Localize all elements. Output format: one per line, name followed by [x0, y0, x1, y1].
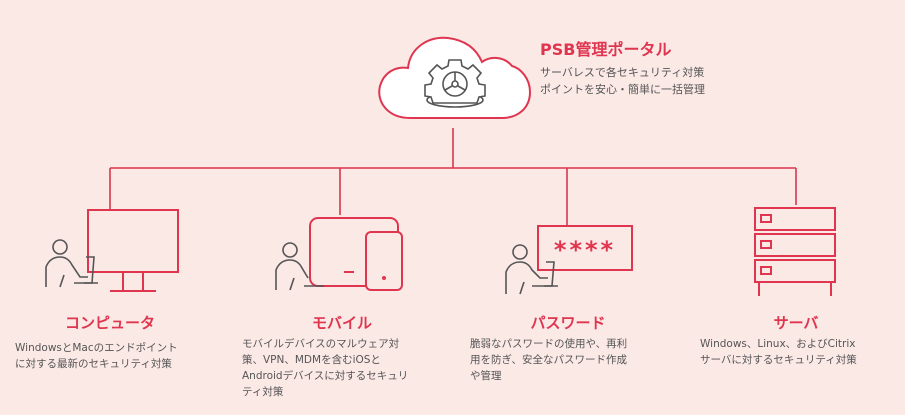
- node-title-server: サーバ: [773, 314, 819, 332]
- node-description-line: Androidデバイスに対するセキュリ: [242, 370, 409, 382]
- hub-title: PSB管理ポータル: [540, 40, 672, 59]
- node-title-password: パスワード: [530, 314, 606, 332]
- password-user-icon: ****: [505, 225, 633, 295]
- node-description-server: Windows、Linux、およびCitrix サーバに対するセキュリティ対策: [700, 336, 857, 368]
- mobile-device-user-icon: [275, 217, 403, 291]
- node-description-password: 脆弱なパスワードの使用や、再利 用を防ぎ、安全なパスワード作成 や管理: [470, 336, 627, 384]
- node-description-line: ティ対策: [242, 386, 284, 398]
- password-mask: ****: [554, 236, 616, 264]
- node-description-line: 用を防ぎ、安全なパスワード作成: [470, 354, 627, 366]
- node-description-line: サーバに対するセキュリティ対策: [700, 354, 857, 366]
- node-title-computer: コンピュータ: [64, 314, 155, 332]
- node-description-line: 策、VPN、MDMを含むiOSと: [242, 354, 381, 366]
- node-description-line: 脆弱なパスワードの使用や、再利: [470, 338, 628, 350]
- node-description-line: Windows、Linux、およびCitrix: [700, 338, 856, 350]
- node-description-line: に対する最新のセキュリティ対策: [15, 358, 172, 370]
- computer-user-icon: [45, 209, 179, 292]
- hub-description-line: サーバレスで各セキュリティ対策: [540, 66, 705, 79]
- hub-description: サーバレスで各セキュリティ対策 ポイントを安心・簡単に一括管理: [540, 64, 705, 98]
- cloud-gear-icon: [378, 36, 532, 119]
- server-rack-icon: [754, 207, 836, 296]
- node-description-line: や管理: [470, 370, 502, 382]
- node-description-computer: WindowsとMacのエンドポイント に対する最新のセキュリティ対策: [15, 340, 178, 372]
- node-description-line: WindowsとMacのエンドポイント: [15, 342, 178, 354]
- node-description-mobile: モバイルデバイスのマルウェア対 策、VPN、MDMを含むiOSと Android…: [242, 336, 408, 400]
- node-description-line: モバイルデバイスのマルウェア対: [242, 338, 400, 350]
- node-title-mobile: モバイル: [311, 314, 372, 332]
- hub-description-line: ポイントを安心・簡単に一括管理: [540, 83, 705, 96]
